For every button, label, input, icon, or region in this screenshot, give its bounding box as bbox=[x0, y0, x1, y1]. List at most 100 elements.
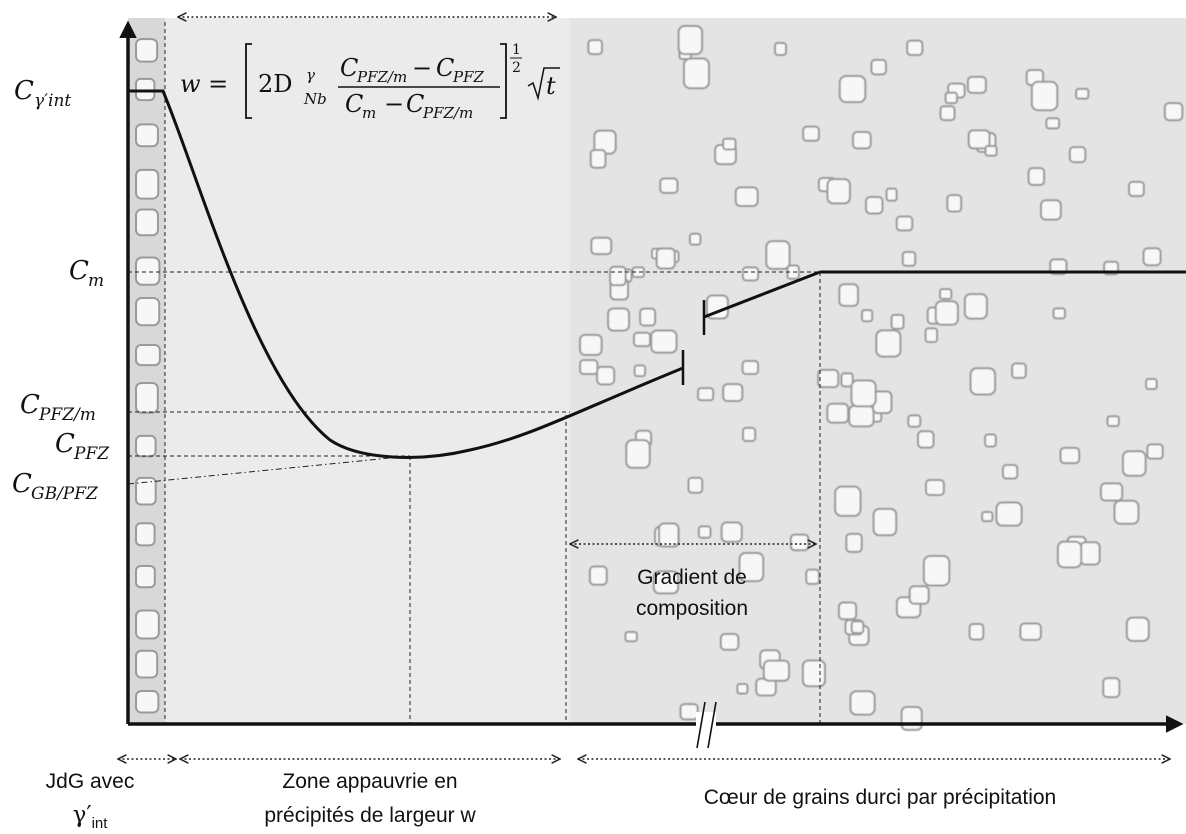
formula-denominator-c2: C bbox=[406, 90, 424, 118]
precipitate bbox=[924, 479, 945, 496]
gb-particle bbox=[135, 296, 161, 327]
precipitate bbox=[1027, 167, 1046, 186]
gb-particle bbox=[135, 344, 161, 367]
precipitate bbox=[1075, 87, 1090, 100]
precipitate bbox=[801, 659, 826, 688]
axis-break-mark-1 bbox=[696, 701, 706, 749]
formula-numerator2-sub: PFZ bbox=[452, 68, 485, 86]
precipitate bbox=[826, 178, 851, 205]
precipitate bbox=[741, 360, 760, 376]
precipitate bbox=[901, 250, 917, 267]
svg-text:PFZ/m: PFZ/m bbox=[38, 405, 96, 425]
precipitate bbox=[805, 568, 820, 585]
formula-sqrt-var: t bbox=[546, 72, 556, 100]
svg-text:C: C bbox=[55, 429, 75, 459]
precipitate bbox=[734, 186, 759, 207]
label-c-gb-pfz: C GB/PFZ bbox=[12, 469, 99, 504]
precipitate bbox=[587, 39, 603, 56]
precipitate bbox=[789, 533, 810, 552]
label-c-gamma-int: C γ′int bbox=[14, 76, 71, 111]
precipitate bbox=[1011, 362, 1027, 379]
precipitate bbox=[966, 75, 987, 94]
precipitate bbox=[1002, 464, 1019, 480]
precipitate bbox=[944, 91, 958, 105]
precipitate bbox=[1059, 446, 1081, 465]
precipitate bbox=[741, 266, 760, 282]
precipitate bbox=[969, 367, 997, 396]
formula-lhs: w = bbox=[180, 70, 228, 98]
formula-denominator-c: C bbox=[345, 90, 363, 118]
precipitate bbox=[984, 145, 998, 157]
precipitate bbox=[1019, 622, 1042, 641]
gb-particle bbox=[135, 609, 160, 640]
gb-particle bbox=[135, 434, 157, 458]
precipitate bbox=[848, 404, 875, 428]
formula-coef-sub: Nb bbox=[303, 90, 327, 108]
axis-break-mark-2 bbox=[707, 701, 717, 749]
gb-particle bbox=[135, 564, 156, 589]
precipitate bbox=[639, 307, 657, 327]
precipitate bbox=[838, 75, 867, 104]
precipitate bbox=[682, 57, 710, 90]
precipitate bbox=[1068, 146, 1087, 164]
precipitate bbox=[861, 309, 874, 323]
precipitate bbox=[1045, 117, 1061, 130]
gb-particle bbox=[135, 689, 160, 714]
precipitate bbox=[890, 313, 905, 330]
precipitate bbox=[938, 288, 953, 300]
precipitate bbox=[946, 194, 963, 213]
concentration-profile bbox=[128, 89, 1186, 459]
precipitate bbox=[850, 379, 877, 408]
precipitate bbox=[697, 525, 712, 539]
precipitate bbox=[1121, 450, 1147, 477]
precipitate bbox=[697, 387, 715, 402]
formula-left-bracket bbox=[245, 43, 252, 119]
y-axis-labels: C γ′int C m C PFZ/m C PFZ C GB/PFZ bbox=[12, 76, 110, 504]
formula-exponent-num: 1 bbox=[512, 42, 521, 58]
precipitate bbox=[984, 433, 997, 448]
gb-particle bbox=[135, 381, 159, 414]
precipitate bbox=[817, 368, 840, 389]
formula-denominator-minus: − bbox=[384, 90, 404, 118]
svg-text:C: C bbox=[20, 390, 40, 420]
gb-zone-label-line2: γ′int bbox=[73, 802, 109, 832]
precipitate bbox=[720, 521, 743, 543]
gb-particle bbox=[135, 168, 160, 200]
svg-text:m: m bbox=[88, 271, 104, 291]
precipitate bbox=[924, 327, 939, 344]
grain-boundary-particles bbox=[135, 38, 161, 714]
formula-numerator-minus: − bbox=[412, 54, 432, 82]
precipitate bbox=[1039, 199, 1062, 221]
precipitate bbox=[849, 690, 876, 716]
gb-particle bbox=[135, 649, 159, 679]
precipitate bbox=[900, 706, 923, 731]
precipitate bbox=[658, 522, 680, 548]
gb-particle bbox=[135, 208, 159, 237]
gb-zone-label-line1: JdG avec bbox=[46, 770, 135, 793]
gradient-profile-line bbox=[703, 270, 821, 319]
formula-numerator-sub: PFZ/m bbox=[356, 68, 407, 86]
precipitate bbox=[1030, 80, 1059, 112]
precipitate bbox=[963, 293, 988, 320]
precipitate bbox=[895, 215, 914, 232]
gradient-annotation: Gradient de composition bbox=[636, 566, 748, 620]
precipitate bbox=[981, 510, 994, 523]
gradient-label-line1: Gradient de bbox=[637, 566, 747, 589]
precipitate bbox=[1106, 415, 1120, 428]
formula-coef: 2D bbox=[258, 70, 293, 98]
precipitate bbox=[908, 585, 930, 605]
core-zone-label: Cœur de grains durci par précipitation bbox=[704, 786, 1057, 809]
precipitate bbox=[774, 41, 788, 57]
precipitate bbox=[722, 383, 744, 403]
guide-lines bbox=[127, 22, 821, 724]
precipitate bbox=[632, 331, 652, 348]
gamma-prime-precipitates bbox=[579, 25, 1184, 731]
precipitate bbox=[1163, 102, 1184, 122]
formula-exponent-den: 2 bbox=[512, 60, 521, 76]
precipitate bbox=[1102, 677, 1121, 699]
svg-text:C: C bbox=[12, 469, 32, 499]
precipitate bbox=[579, 359, 599, 376]
gb-particle bbox=[135, 522, 156, 547]
precipitate bbox=[624, 630, 638, 643]
precipitate bbox=[1125, 616, 1150, 642]
